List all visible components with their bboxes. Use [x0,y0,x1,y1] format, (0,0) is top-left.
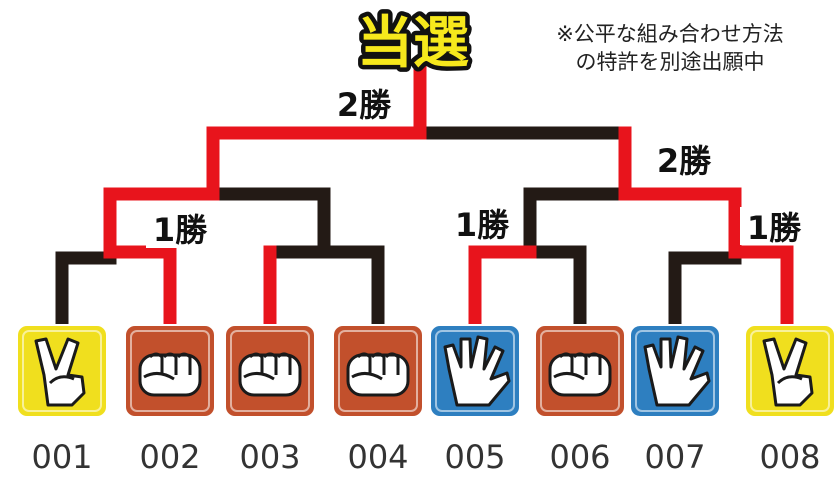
player-tile-008: 008 [744,324,836,476]
player-id-label: 005 [444,438,505,476]
player-id-label: 006 [549,438,610,476]
winner-line [618,126,794,332]
title-group: 当選 当選 [353,7,474,81]
player-tile-003: 003 [224,324,316,476]
win-label-final-right: 2勝 [657,142,712,180]
player-id-label: 002 [139,438,200,476]
scissors-hand-icon [34,337,86,407]
winner-line [103,65,427,332]
loser-line [523,245,587,332]
player-tile-002: 002 [124,324,216,476]
rock-hand-icon [346,352,410,397]
player-tile-005: 005 [429,324,521,476]
win-label-mid-semi: 1勝 [455,206,510,244]
patent-note-line2: の特許を別途出願中 [575,50,765,74]
loser-line [317,245,385,332]
winner-line [468,245,537,332]
player-id-label: 007 [644,438,705,476]
win-label-final-left: 2勝 [337,86,392,124]
patent-note: ※公平な組み合わせ方法 の特許を別途出願中 [520,20,820,76]
win-label-right-semi: 1勝 [747,209,802,247]
win-labels: 2勝 2勝 1勝 1勝 1勝 [146,84,808,249]
scissors-hand-icon [762,337,814,407]
loser-line [206,187,331,259]
paper-hand-icon [643,335,711,407]
loser-line [523,187,632,259]
patent-note-line1: ※公平な組み合わせ方法 [556,22,784,46]
loser-line [55,251,117,332]
player-tile-006: 006 [534,324,626,476]
bracket-lines [55,65,794,332]
player-row: 001 002 003 004 005 006 007 008 [16,324,836,476]
title-outline: 当選 [357,11,469,76]
paper-hand-icon [443,335,511,407]
win-label-left-semi: 1勝 [153,211,208,249]
player-id-label: 008 [759,438,820,476]
rock-hand-icon [548,352,612,397]
player-tile-007: 007 [629,324,721,476]
rock-hand-icon [238,352,302,397]
title-text: 当選 [357,11,469,76]
player-tile-004: 004 [332,324,424,476]
player-id-label: 001 [31,438,92,476]
player-id-label: 003 [239,438,300,476]
loser-line [668,251,742,332]
player-tile-001: 001 [16,324,108,476]
rock-hand-icon [138,352,202,397]
player-id-label: 004 [347,438,408,476]
